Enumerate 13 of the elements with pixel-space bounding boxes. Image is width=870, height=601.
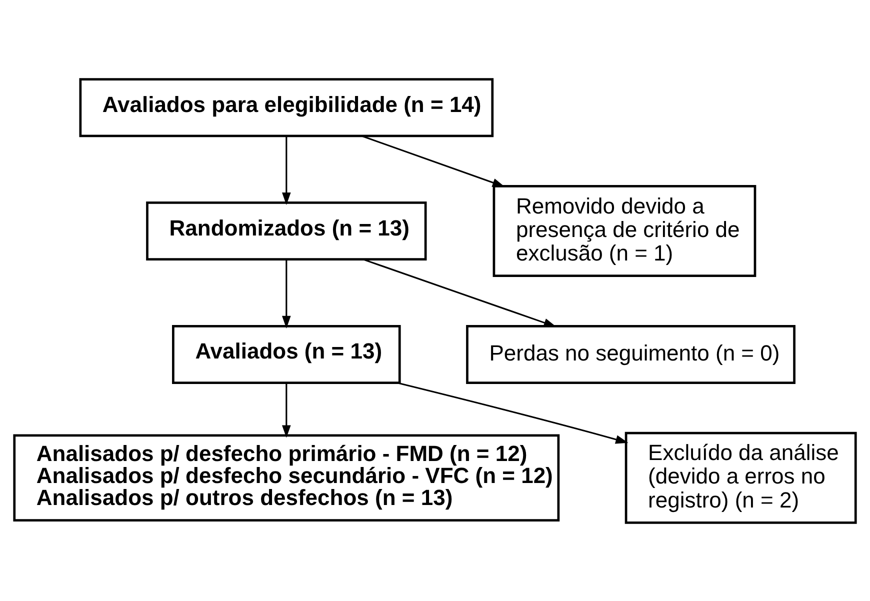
node-box: Excluído da análise (devido a erros no registro) (n = 2) (624, 431, 857, 524)
node-box: Avaliados (n = 13) (172, 324, 401, 384)
arrow (362, 134, 506, 186)
node-box: Randomizados (n = 13) (146, 201, 427, 260)
node-box: Analisados p/ desfecho primário - FMD (n = 12) Analisados p/ desfecho secundário - VFC (n = 12) Analisados p/ outros desfechos (n = 13) (13, 434, 560, 522)
node-box: Avaliados para elegibilidade (n = 14) (79, 78, 494, 137)
node-box: Removido devido a presença de critério de exclusão (n = 1) (492, 184, 756, 277)
node-box: Perdas no seguimento (n = 0) (466, 324, 796, 384)
arrow (363, 258, 556, 326)
arrow (282, 382, 291, 438)
arrow (282, 136, 291, 205)
arrow (397, 382, 628, 444)
arrow (282, 259, 291, 328)
